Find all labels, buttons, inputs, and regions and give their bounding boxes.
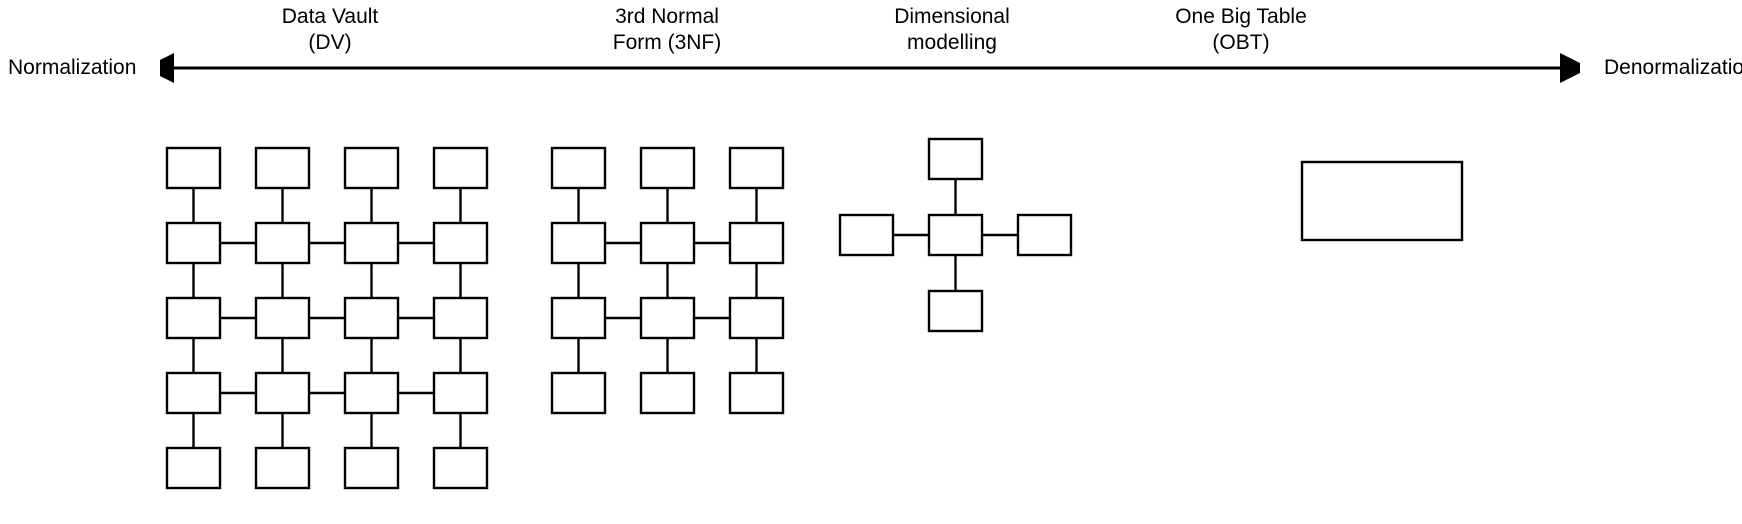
table-node xyxy=(343,221,400,265)
table-node xyxy=(639,221,696,265)
table-node xyxy=(550,296,607,340)
table-node xyxy=(165,146,222,190)
table-node xyxy=(254,446,311,490)
table-node xyxy=(728,371,785,415)
table-node xyxy=(343,296,400,340)
table-node xyxy=(432,221,489,265)
table-node xyxy=(639,296,696,340)
stage-label-3nf: 3rd Normal Form (3NF) xyxy=(612,5,722,54)
dimension-node-left xyxy=(838,213,894,257)
dimension-node-right xyxy=(1016,213,1072,257)
table-node xyxy=(432,146,489,190)
table-node xyxy=(550,221,607,265)
table-node xyxy=(343,146,400,190)
table-node xyxy=(432,296,489,340)
table-node xyxy=(728,146,785,190)
model-graphic-one-big-table xyxy=(1300,160,1464,242)
table-node xyxy=(343,446,400,490)
dimension-node-bottom xyxy=(927,289,983,333)
table-node xyxy=(165,446,222,490)
stage-label-dimensional-modelling: Dimensional modelling xyxy=(894,5,1010,54)
table-node xyxy=(432,371,489,415)
axis-label-normalization: Normalization xyxy=(8,56,137,79)
table-node xyxy=(254,146,311,190)
table-node xyxy=(550,146,607,190)
table-node xyxy=(550,371,607,415)
table-node xyxy=(728,221,785,265)
table-node xyxy=(165,221,222,265)
table-node xyxy=(165,296,222,340)
stage-label-data-vault: Data Vault (DV) xyxy=(281,5,379,54)
model-graphic-3nf xyxy=(550,146,785,415)
stage-label-one-big-table: One Big Table (OBT) xyxy=(1175,5,1307,54)
table-node xyxy=(343,371,400,415)
table-node xyxy=(728,296,785,340)
table-node xyxy=(254,296,311,340)
model-graphic-dimensional-modelling xyxy=(838,137,1072,333)
spectrum-double-arrow-icon xyxy=(160,53,1580,83)
model-graphic-data-vault xyxy=(165,146,489,490)
table-node xyxy=(165,371,222,415)
dimension-node-top xyxy=(927,137,983,181)
table-node xyxy=(254,221,311,265)
axis-label-denormalization: Denormalization xyxy=(1604,56,1742,79)
table-node xyxy=(432,446,489,490)
fact-node-center xyxy=(927,213,983,257)
table-node xyxy=(639,146,696,190)
table-node xyxy=(639,371,696,415)
one-big-table-node xyxy=(1300,160,1464,242)
table-node xyxy=(254,371,311,415)
